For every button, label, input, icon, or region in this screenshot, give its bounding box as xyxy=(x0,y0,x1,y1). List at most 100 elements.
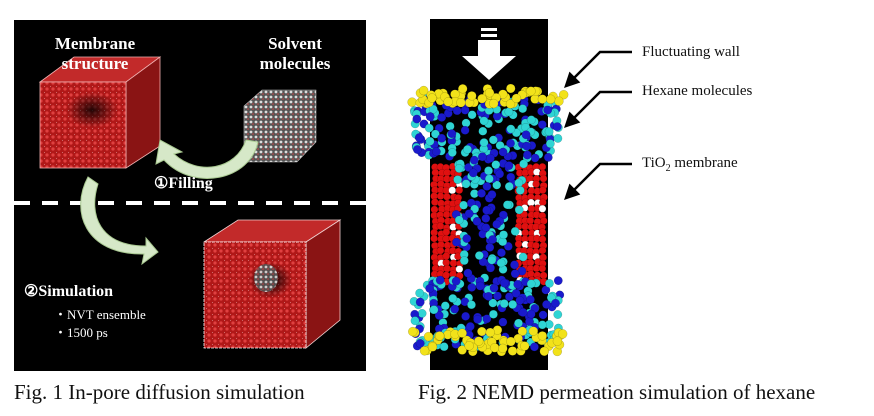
hexane-atom xyxy=(543,105,553,115)
wall-atom xyxy=(517,326,528,337)
hexane-atom xyxy=(513,279,523,289)
hexane-atom xyxy=(414,133,424,143)
membrane-atom xyxy=(448,186,457,195)
wall-atom xyxy=(526,86,536,96)
hexane-atom xyxy=(440,301,450,311)
label-tio2-membrane: TiO2 membrane xyxy=(642,155,738,174)
label-tio2-subscript: 2 xyxy=(665,163,671,174)
hexane-atom xyxy=(502,200,512,210)
hexane-atom xyxy=(437,112,447,122)
wall-atom xyxy=(477,326,487,337)
hexane-atom xyxy=(451,276,461,286)
hexane-atom xyxy=(415,288,425,298)
hexane-atom xyxy=(461,179,471,189)
fig2-caption: Fig. 2 NEMD permeation simulation of hex… xyxy=(418,380,816,404)
wall-atom xyxy=(423,331,434,342)
hexane-atom xyxy=(522,141,532,151)
hexane-atom xyxy=(464,162,474,172)
hexane-atom xyxy=(526,115,536,125)
molecular-system xyxy=(407,83,569,357)
hexane-atom xyxy=(487,190,497,200)
wall-atom xyxy=(473,336,484,346)
hexane-atom xyxy=(545,139,555,149)
hexane-atom xyxy=(412,145,422,154)
hexane-atom xyxy=(415,297,425,307)
wall-atom xyxy=(407,97,417,107)
wall-atom xyxy=(511,93,522,104)
hexane-atom xyxy=(431,147,441,157)
membrane-atom xyxy=(538,228,547,237)
filling-arrow-icon xyxy=(155,139,259,179)
hexane-atom xyxy=(522,150,532,160)
hexane-atom xyxy=(544,278,554,288)
membrane-atom xyxy=(538,198,547,207)
hexane-atom xyxy=(447,148,457,158)
hexane-atom xyxy=(481,213,491,223)
hexane-atom xyxy=(488,298,498,308)
wall-atom xyxy=(434,331,445,341)
hexane-atom xyxy=(543,152,553,162)
membrane-atom xyxy=(436,246,445,255)
hexane-atom xyxy=(462,234,472,244)
hexane-atom xyxy=(510,269,520,279)
hexane-atom xyxy=(479,116,489,126)
hexane-atom xyxy=(488,235,498,245)
hexane-atom xyxy=(496,258,506,268)
hexane-atom xyxy=(429,305,439,315)
hexane-atom xyxy=(430,129,440,139)
hexane-atom xyxy=(478,126,488,136)
hexane-atom xyxy=(424,123,434,133)
fig1-in-pore-diffusion-panel: Membrane structure Solvent molecules ①Fi… xyxy=(14,20,366,371)
hexane-atom xyxy=(514,178,524,188)
hexane-atom xyxy=(518,104,528,114)
pressure-arrow-icon xyxy=(462,28,516,80)
hexane-atom xyxy=(475,281,485,291)
wall-atom xyxy=(537,331,548,341)
hexane-atom xyxy=(415,338,425,348)
wall-atom xyxy=(552,336,563,346)
fig1-illustration xyxy=(14,56,366,349)
membrane-atom xyxy=(443,192,451,201)
membrane-atom xyxy=(443,264,451,273)
hexane-atom xyxy=(461,118,471,128)
hexane-atom xyxy=(460,125,470,135)
hexane-atom xyxy=(499,278,509,288)
wall-atom xyxy=(457,345,467,355)
hexane-atom xyxy=(477,152,487,162)
wall-atom xyxy=(558,89,569,100)
hexane-atom xyxy=(435,275,445,285)
hexane-atom xyxy=(537,120,547,130)
hexane-atom xyxy=(467,300,476,310)
hexane-atom xyxy=(504,182,514,191)
hexane-atom xyxy=(492,291,502,301)
membrane-structure-label: Membrane structure xyxy=(54,34,136,73)
hexane-atom xyxy=(448,293,458,303)
hexane-atom xyxy=(521,130,531,140)
wall-atom xyxy=(498,343,508,354)
hexane-atom xyxy=(519,159,529,169)
hexane-atom xyxy=(445,121,455,131)
hexane-atom xyxy=(482,205,492,215)
hexane-atom xyxy=(488,135,498,145)
hexane-atom xyxy=(530,153,540,163)
hexane-atom xyxy=(537,320,547,330)
label-hexane-molecules: Hexane molecules xyxy=(642,83,753,99)
hexane-atom xyxy=(553,310,563,320)
wall-atom xyxy=(528,326,539,336)
hexane-atom xyxy=(506,138,515,148)
wall-atom xyxy=(557,329,568,339)
wall-atom xyxy=(467,91,477,101)
hexane-atom xyxy=(484,174,494,184)
wall-atom xyxy=(488,98,499,109)
membrane-atom xyxy=(431,198,439,207)
wall-atom xyxy=(457,83,468,94)
hexane-atom xyxy=(525,295,535,305)
wall-atom xyxy=(427,342,438,352)
hexane-atom xyxy=(506,124,516,134)
hexane-atom xyxy=(465,321,475,331)
membrane-atom xyxy=(532,241,540,250)
hexane-atom xyxy=(541,285,551,295)
hexane-atom xyxy=(499,230,508,240)
fig1-caption: Fig. 1 In-pore diffusion simulation xyxy=(14,380,305,404)
hexane-atom xyxy=(467,110,477,120)
